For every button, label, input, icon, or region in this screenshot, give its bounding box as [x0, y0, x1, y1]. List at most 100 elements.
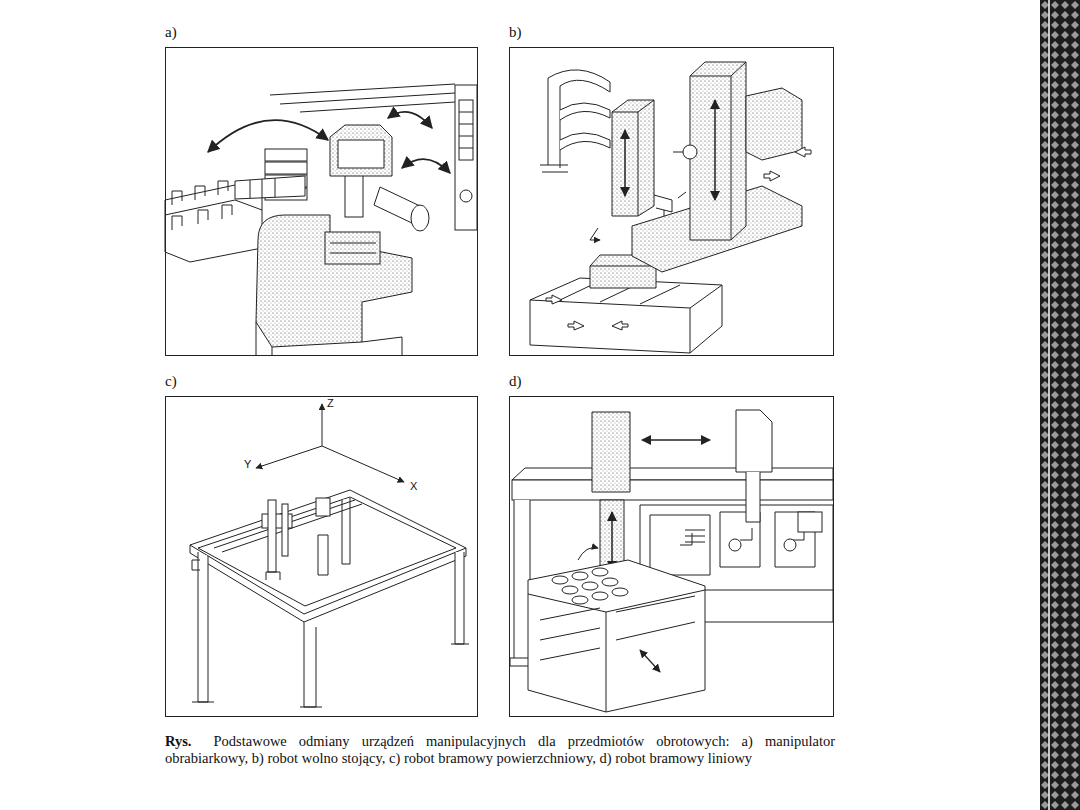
linear-gantry-robot-part [650, 512, 815, 575]
linear-gantry-robot-part [512, 468, 833, 480]
lathe-manipulator-part [402, 159, 450, 173]
free-standing-robot-part [568, 321, 584, 330]
free-standing-robot-part [530, 278, 722, 353]
lathe-manipulator-part [250, 178, 275, 198]
linear-gantry-robot-part [746, 472, 760, 522]
linear-gantry-robot-part [540, 596, 695, 660]
free-standing-robot-part [548, 70, 610, 168]
area-gantry-robot-part [268, 500, 276, 572]
area-gantry-robot-part [322, 404, 323, 446]
free-standing-robot-part [795, 147, 811, 157]
free-standing-robot [530, 62, 811, 353]
free-standing-robot-part [746, 88, 802, 160]
lathe-manipulator-part [172, 205, 232, 230]
figure-caption-block: Rys.Podstawowe odmiany urządzeń manipula… [165, 733, 835, 767]
free-standing-robot-part [590, 266, 656, 267]
workpieces [552, 568, 628, 604]
side-stripe [1040, 0, 1080, 810]
lathe-manipulator-part [172, 181, 228, 205]
figure-panel: c) [165, 396, 478, 717]
free-standing-robot-part [612, 321, 628, 330]
area-gantry-robot-part [192, 644, 469, 707]
lathe-manipulator-part [330, 125, 392, 176]
axis-label: Y [244, 458, 251, 470]
area-gantry-robot-part [256, 446, 322, 468]
linear-gantry-robot-part [611, 512, 613, 570]
panel-label: b) [509, 24, 522, 41]
area-gantry-robot-part [198, 497, 456, 606]
workpieces-part [572, 596, 588, 604]
area-gantry-robot-part [266, 572, 280, 580]
lathe-manipulator [165, 84, 477, 355]
linear-gantry-robot-part [528, 590, 705, 712]
free-standing-robot-part [624, 130, 626, 196]
workpieces-part [572, 572, 588, 580]
lathe-manipulator-part [411, 205, 429, 231]
lathe-manipulator-part [265, 162, 307, 174]
free-standing-robot-part [530, 285, 722, 353]
workpieces-part [582, 582, 598, 590]
free-standing-robot-part [690, 62, 746, 240]
lathe-manipulator-part [208, 120, 328, 152]
lathe-manipulator-part [455, 85, 477, 230]
lathe-manipulator-part [338, 140, 384, 168]
linear-gantry-robot-part [729, 539, 741, 551]
area-gantry-robot-part [318, 535, 328, 575]
lathe-manipulator-part [256, 322, 402, 355]
free-standing-robot-part [673, 152, 683, 153]
linear-gantry-robot-part [642, 439, 710, 441]
free-standing-robot-part [590, 228, 600, 240]
lathe-manipulator-part [345, 172, 363, 217]
linear-gantry-robot [510, 410, 833, 712]
free-standing-robot-part [683, 145, 697, 159]
workpieces-part [612, 588, 628, 596]
area-gantry-robot-part [190, 490, 466, 614]
workpieces-part [552, 576, 568, 584]
lathe-manipulator-part [325, 232, 380, 264]
free-standing-robot-part [764, 171, 780, 181]
area-gantry-robot-part [282, 504, 288, 556]
free-standing-robot-part [560, 103, 610, 150]
free-standing-robot-part [612, 100, 654, 216]
area-gantry-robot-part [322, 446, 404, 482]
figure-number: Rys. [165, 733, 191, 749]
figure-panel: d) [509, 396, 834, 717]
workpieces-part [602, 578, 618, 586]
side-stripe-part [1040, 0, 1080, 810]
lathe-manipulator-part [270, 84, 455, 112]
linear-gantry-robot-part [736, 410, 772, 472]
free-standing-robot-part [612, 100, 654, 216]
axis-label: X [410, 480, 417, 492]
area-gantry-robot-part [198, 498, 464, 707]
free-standing-robot-part [546, 295, 562, 304]
area-gantry-robot-part [192, 560, 200, 570]
lathe-manipulator-part [330, 243, 376, 253]
workpieces-part [592, 568, 608, 576]
lathe-manipulator-part [460, 190, 472, 202]
figure-caption: Podstawowe odmiany urządzeń manipulacyjn… [165, 733, 835, 766]
free-standing-robot-part [714, 100, 716, 200]
lathe-manipulator-part [459, 100, 473, 160]
linear-gantry-robot-part [640, 650, 660, 672]
lathe-manipulator-part [165, 200, 262, 215]
lathe-manipulator-part [459, 112, 473, 148]
figure-panel: a) [165, 47, 478, 356]
side-stripe-part [1048, 0, 1050, 810]
free-standing-robot-part [540, 165, 568, 172]
workpieces-part [562, 586, 578, 594]
axis-label: Z [327, 397, 334, 409]
panel-label: c) [165, 373, 177, 390]
linear-gantry-robot-part [592, 412, 630, 492]
panel-label: d) [509, 373, 522, 390]
linear-gantry-robot-part [512, 480, 833, 500]
lathe-manipulator-part [265, 149, 307, 161]
linear-gantry-robot-part [578, 548, 598, 561]
free-standing-robot-part [690, 62, 746, 240]
figure-panel: b) [509, 47, 834, 356]
area-gantry-robot-part [316, 498, 330, 516]
linear-gantry-robot-part [685, 530, 705, 542]
workpieces-part [592, 592, 608, 600]
lathe-manipulator-part [235, 176, 305, 199]
lathe-manipulator-part [256, 215, 412, 347]
